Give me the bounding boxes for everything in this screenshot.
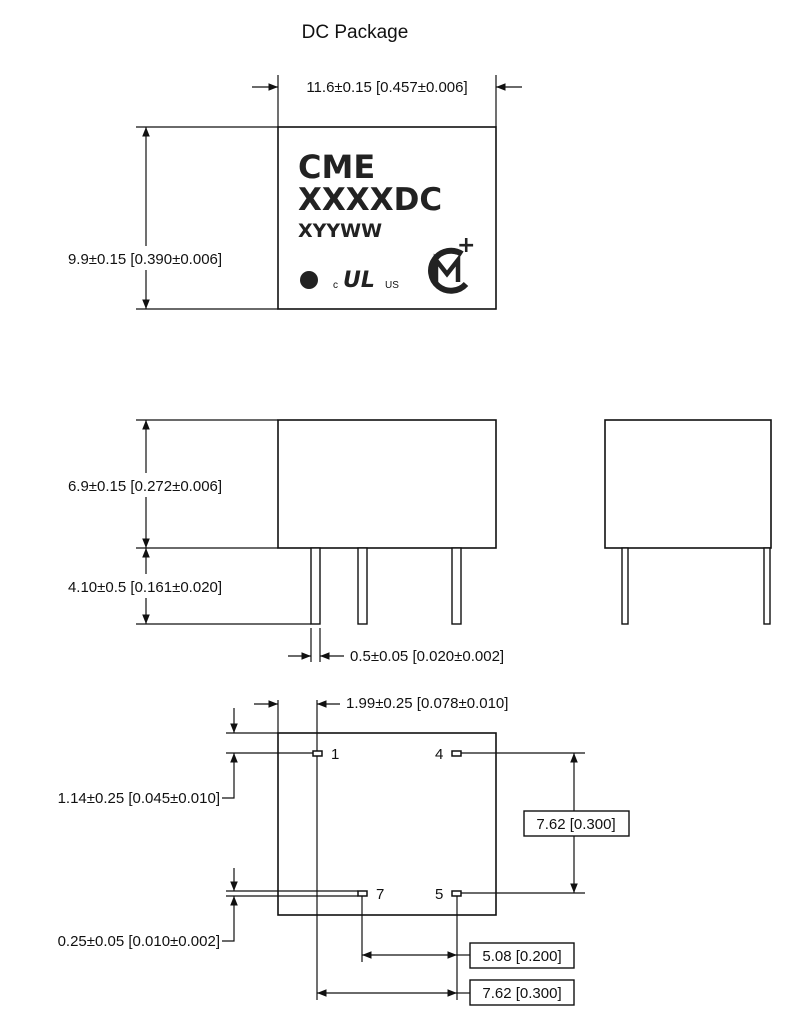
- marking-brand: CME: [298, 148, 375, 186]
- spacing-15-dim-label: 7.62 [0.300]: [482, 985, 561, 1002]
- pad-4: [451, 750, 462, 757]
- ul-mark-icon: UL: [343, 268, 375, 293]
- page-title: DC Package: [302, 22, 409, 43]
- pin-width-dim-label: 0.5±0.05 [0.020±0.002]: [350, 648, 504, 665]
- pin-length-label-bg: [40, 574, 250, 598]
- bottom-view: 1 4 7 5 1.99±0.25 [0.078±0.010] 1.14±0.2…: [58, 695, 630, 1006]
- cm-logo-icon: +: [428, 233, 475, 294]
- marking-part: XXXXDC: [298, 182, 442, 218]
- top-height-dim-label: 9.9±0.15 [0.390±0.006]: [68, 251, 222, 268]
- spacing-75-label-box: [469, 942, 575, 969]
- pad-1: [312, 750, 323, 757]
- row-spacing-dim-label: 7.62 [0.300]: [536, 816, 615, 833]
- pin-c: [451, 547, 462, 625]
- pin-label-5: 5: [435, 886, 443, 903]
- pin-offset-x-dim-label: 1.99±0.25 [0.078±0.010]: [346, 695, 508, 712]
- side-height-label-bg: [40, 473, 250, 497]
- pin-thick-leader: [222, 920, 235, 942]
- pin-length-dim-label: 4.10±0.5 [0.161±0.020]: [68, 579, 222, 596]
- pin-b: [357, 547, 368, 625]
- pin1-dot-icon: [300, 271, 318, 289]
- logo-plus: +: [457, 233, 475, 258]
- pin-label-4: 4: [435, 746, 443, 763]
- bottom-view-body: [277, 732, 497, 916]
- spacing-75-dim-label: 5.08 [0.200]: [482, 948, 561, 965]
- end-pin-left: [621, 547, 629, 625]
- row-spacing-label-box: [523, 810, 630, 837]
- marking-date-code: XYYWW: [298, 220, 382, 242]
- side-view-body: [277, 419, 497, 549]
- pin-thick-dim-label: 0.25±0.05 [0.010±0.002]: [58, 933, 220, 950]
- side-view-front: 6.9±0.15 [0.272±0.006] 4.10±0.5 [0.161±0…: [40, 419, 504, 665]
- pin-label-1: 1: [331, 746, 339, 763]
- ul-c-label: c: [333, 280, 338, 291]
- end-view-body: [604, 419, 772, 549]
- pin-a: [310, 547, 321, 625]
- side-view-end: [604, 419, 772, 625]
- pin-offset-y-leader: [222, 780, 235, 799]
- end-pin-right: [763, 547, 771, 625]
- pad-5: [451, 890, 462, 897]
- side-height-dim-label: 6.9±0.15 [0.272±0.006]: [68, 478, 222, 495]
- top-width-dim-label: 11.6±0.15 [0.457±0.006]: [306, 79, 467, 96]
- top-height-label-bg: [40, 246, 250, 270]
- pad-7: [357, 890, 368, 897]
- top-view: 11.6±0.15 [0.457±0.006] 9.9±0.15 [0.390±…: [40, 75, 522, 310]
- ul-us-label: US: [385, 280, 399, 291]
- spacing-15-label-box: [469, 979, 575, 1006]
- pin-label-7: 7: [376, 886, 384, 903]
- pin-offset-y-dim-label: 1.14±0.25 [0.045±0.010]: [58, 790, 220, 807]
